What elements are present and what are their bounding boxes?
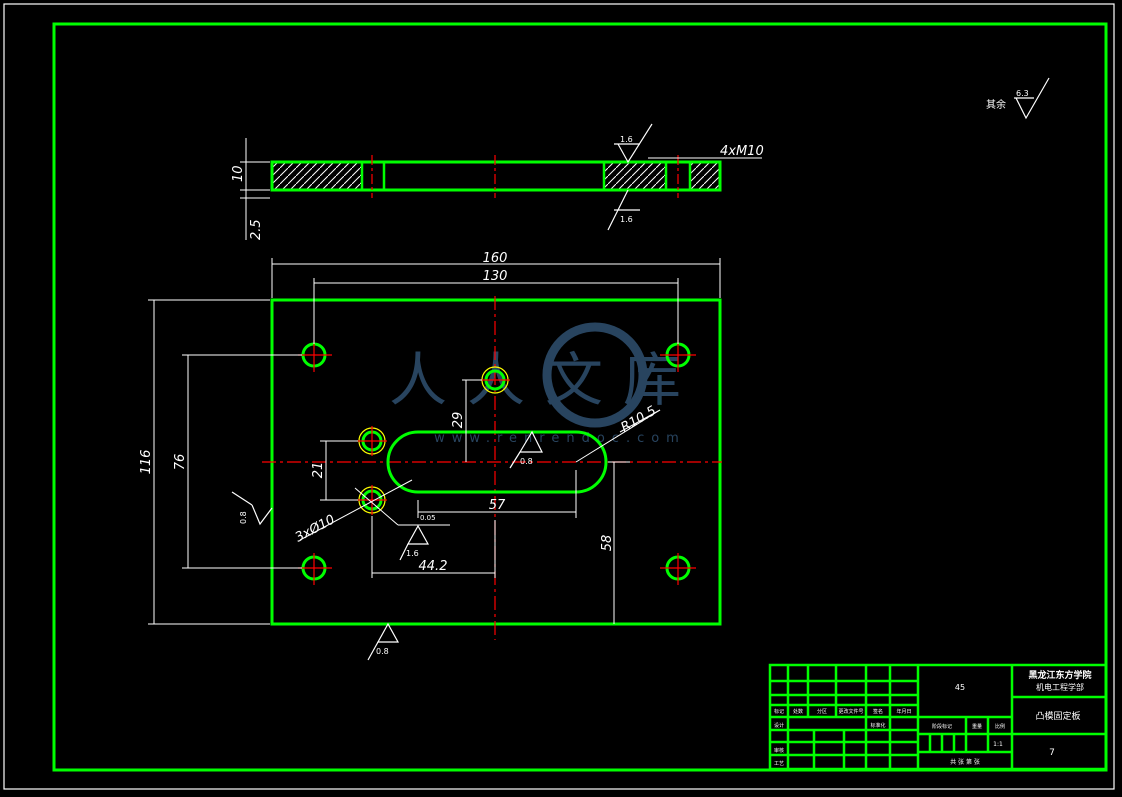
roughness-slot-value: 0.8 xyxy=(520,457,533,466)
dim-pin-to-center: 44.2 xyxy=(419,559,448,574)
watermark: 人人文库 www.renrendoc.com xyxy=(389,322,701,446)
roughness-bottom-value: 0.8 xyxy=(376,647,389,656)
section-roughness-bottom xyxy=(607,189,640,231)
scale-label: 比例 xyxy=(995,723,1005,730)
dim-pin-offset: 21 xyxy=(311,462,326,479)
roughness-hole-value: 1.6 xyxy=(406,549,419,558)
dim-hole-pitch-x: 130 xyxy=(483,269,508,284)
corner-roughness-label: 其余 xyxy=(986,98,1006,111)
roughness-bottom xyxy=(367,622,400,661)
dim-overall-width: 160 xyxy=(483,251,508,266)
dim-step: 2.5 xyxy=(249,219,264,240)
hole-centerlines xyxy=(298,340,696,585)
roughness-left xyxy=(231,491,273,526)
title-material: 45 xyxy=(955,683,965,692)
section-roughness-top xyxy=(614,123,653,164)
stage-label: 阶段标记 xyxy=(932,723,952,730)
title-block xyxy=(768,663,1108,771)
section-outline xyxy=(270,160,722,192)
title-scale: 1:1 xyxy=(993,741,1003,748)
dim-overall-height: 116 xyxy=(139,450,154,475)
roughness-small-note: 0.05 xyxy=(420,514,436,522)
title-part-name: 凸模固定板 xyxy=(1035,710,1080,722)
dim-hole-pitch-y: 76 xyxy=(173,454,188,471)
row-label-review: 审核 xyxy=(774,747,784,754)
watermark-text: 人人文库 xyxy=(389,346,701,414)
title-department: 机电工程学部 xyxy=(1036,682,1084,692)
thread-callout-text: 4xM10 xyxy=(720,144,764,159)
section-roughness-bottom-value: 1.6 xyxy=(620,215,633,224)
header-label-date: 年月日 xyxy=(896,708,911,715)
dim-hole-callout: 3xØ10 xyxy=(293,512,338,545)
header-label-doc: 更改文件号 xyxy=(838,708,863,715)
header-label-count: 处数 xyxy=(793,708,803,715)
sheet-note: 共 张 第 张 xyxy=(950,758,980,766)
weight-label: 重量 xyxy=(972,723,982,730)
section-roughness-top-value: 1.6 xyxy=(620,135,633,144)
plan-dim-lines xyxy=(148,258,721,625)
header-label-mark: 标记 xyxy=(774,708,784,715)
header-label-zone: 分区 xyxy=(817,708,827,715)
row-label-process: 工艺 xyxy=(774,761,784,767)
roughness-hole xyxy=(399,524,430,561)
dim-thickness: 10 xyxy=(231,165,246,182)
title-drawing-no: 7 xyxy=(1049,748,1055,758)
row-label-standard: 标准化 xyxy=(870,722,885,729)
dim-slot-offset: 29 xyxy=(451,412,466,429)
roughness-slot xyxy=(509,430,543,469)
row-label-design: 设计 xyxy=(774,722,784,729)
dim-slot-length: 57 xyxy=(489,498,506,513)
roughness-left-value: 0.8 xyxy=(239,511,248,524)
corner-roughness: 其余 6.3 xyxy=(986,77,1050,120)
dim-slot-center-y: 58 xyxy=(600,535,615,552)
drawing-frame xyxy=(52,22,1108,772)
corner-roughness-value: 6.3 xyxy=(1016,89,1029,98)
header-label-sign: 签名 xyxy=(873,708,883,715)
paper-border xyxy=(3,3,1115,790)
section-view xyxy=(270,155,722,198)
section-dims xyxy=(240,138,270,240)
title-school: 黑龙江东方学院 xyxy=(1028,669,1091,681)
